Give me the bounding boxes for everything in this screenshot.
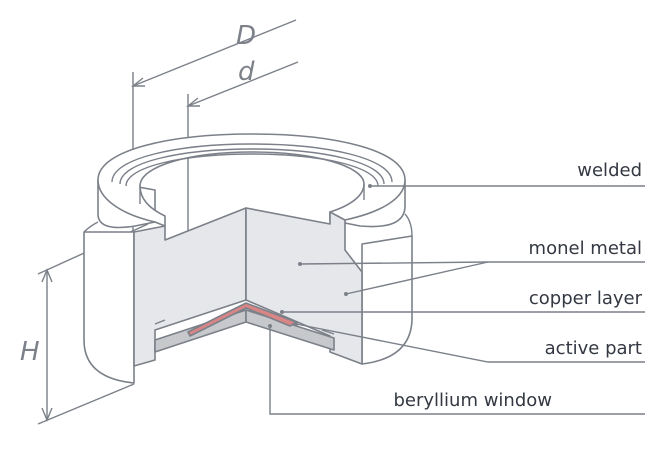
label-copper-layer: copper layer	[529, 288, 643, 309]
label-monel-metal: monel metal	[529, 238, 642, 259]
dimension-outer-diameter: D	[131, 19, 297, 232]
label-active-part: active part	[545, 338, 642, 359]
label-welded: welded	[577, 160, 642, 181]
label-beryllium-window: beryllium window	[393, 390, 552, 411]
dimension-height: H	[20, 223, 149, 425]
leader-lines	[268, 184, 645, 415]
dimension-D-label: D	[236, 21, 256, 51]
dimension-H-label: H	[20, 337, 40, 367]
detector-body	[83, 133, 413, 384]
cutaway-section	[133, 207, 363, 367]
dimension-d-label: d	[238, 57, 255, 87]
